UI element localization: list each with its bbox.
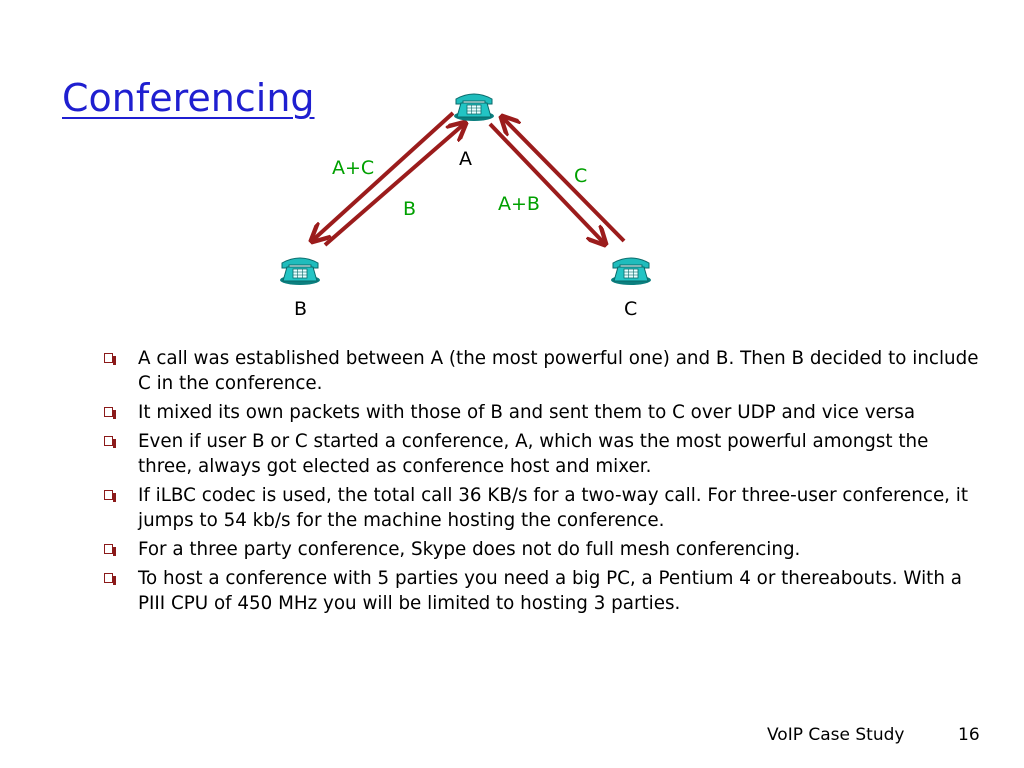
bullet-item: For a three party conference, Skype does… (100, 537, 980, 562)
bullet-marker-icon (104, 353, 116, 365)
edge-label-a-to-c: C (574, 165, 588, 187)
bullet-item: A call was established between A (the mo… (100, 346, 980, 396)
telephone-icon (610, 257, 652, 286)
node-label-b: B (294, 298, 308, 320)
arrow-b-to-a (323, 124, 464, 247)
page-number: 16 (958, 725, 980, 745)
conference-diagram (279, 93, 652, 286)
edge-label-b-to-a: B (403, 198, 417, 220)
telephone-icon (453, 93, 495, 122)
arrow-c-to-a (503, 118, 626, 243)
bullet-item: To host a conference with 5 parties you … (100, 566, 980, 616)
arrow-a-to-c (488, 122, 604, 243)
edge-label-a-to-b: A+C (332, 157, 375, 179)
bullet-item: It mixed its own packets with those of B… (100, 400, 980, 425)
bullet-list: A call was established between A (the mo… (100, 346, 980, 620)
slide-title: Conferencing (62, 76, 315, 120)
footer-label: VoIP Case Study (767, 725, 905, 745)
bullet-marker-icon (104, 490, 116, 502)
telephone-icon (279, 257, 321, 286)
node-label-c: C (624, 298, 638, 320)
bullet-item: If iLBC codec is used, the total call 36… (100, 483, 980, 533)
bullet-marker-icon (104, 544, 116, 556)
bullet-marker-icon (104, 407, 116, 419)
bullet-marker-icon (104, 573, 116, 585)
node-label-a: A (459, 148, 472, 170)
arrow-a-to-b (313, 111, 455, 240)
bullet-item: Even if user B or C started a conference… (100, 429, 980, 479)
bullet-marker-icon (104, 436, 116, 448)
edge-label-c-to-a: A+B (498, 193, 540, 215)
